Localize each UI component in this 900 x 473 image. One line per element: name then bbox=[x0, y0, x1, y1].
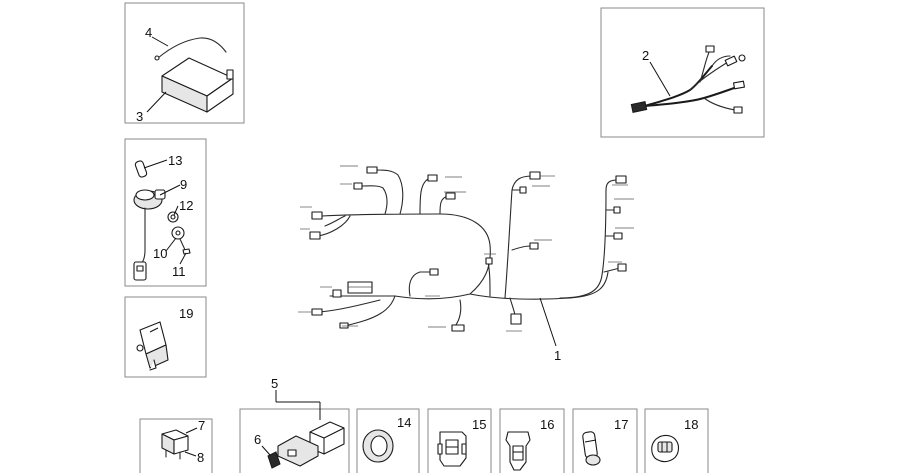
battery-lead-wire bbox=[157, 37, 227, 59]
callout-18: 18 bbox=[684, 417, 698, 432]
washer-icon bbox=[167, 211, 191, 255]
fuse-holder-panel: 17 bbox=[572, 408, 638, 473]
main-wiring-harness: 1 bbox=[298, 165, 634, 363]
battery-icon bbox=[161, 57, 234, 113]
battery-panel: 4 3 bbox=[124, 2, 245, 124]
clip-15-icon bbox=[437, 431, 467, 467]
bracket-icon bbox=[136, 321, 169, 371]
callout-6: 6 bbox=[254, 432, 261, 447]
clip-16-panel: 16 bbox=[499, 408, 565, 473]
callout-3: 3 bbox=[136, 109, 143, 124]
callout-14: 14 bbox=[397, 415, 411, 430]
callout-17: 17 bbox=[614, 417, 628, 432]
callout-7: 7 bbox=[198, 418, 205, 433]
callout-9: 9 bbox=[180, 177, 187, 192]
ignition-switch-icon bbox=[133, 189, 166, 281]
relay-kit-icon bbox=[267, 421, 345, 469]
bracket-panel: 19 bbox=[124, 296, 207, 378]
fuse-holder-icon bbox=[582, 431, 601, 466]
aux-harness-panel: 2 bbox=[600, 7, 765, 138]
aux-harness-icon bbox=[630, 45, 746, 114]
callout-10: 10 bbox=[153, 246, 167, 261]
relay-panel: 7 8 bbox=[139, 418, 213, 473]
clip-15-panel: 15 bbox=[427, 408, 492, 473]
callout-4: 4 bbox=[145, 25, 152, 40]
ignition-panel: 13 9 12 10 11 bbox=[124, 138, 207, 287]
relay-icon bbox=[161, 429, 189, 460]
callout-11: 11 bbox=[172, 264, 186, 279]
connector-18-icon bbox=[651, 434, 680, 463]
connector-18-panel: 18 bbox=[644, 408, 709, 473]
callout-13: 13 bbox=[168, 153, 182, 168]
callout-8: 8 bbox=[197, 450, 204, 465]
grommet-icon bbox=[362, 429, 394, 463]
grommet-panel: 14 bbox=[356, 408, 420, 473]
callout-1: 1 bbox=[554, 348, 561, 363]
callout-12: 12 bbox=[179, 198, 193, 213]
callout-19: 19 bbox=[179, 306, 193, 321]
relay-kit-panel: 5 6 bbox=[239, 376, 350, 473]
clip-16-icon bbox=[505, 431, 531, 471]
callout-5: 5 bbox=[271, 376, 278, 391]
callout-15: 15 bbox=[472, 417, 486, 432]
callout-16: 16 bbox=[540, 417, 554, 432]
callout-2: 2 bbox=[642, 48, 649, 63]
